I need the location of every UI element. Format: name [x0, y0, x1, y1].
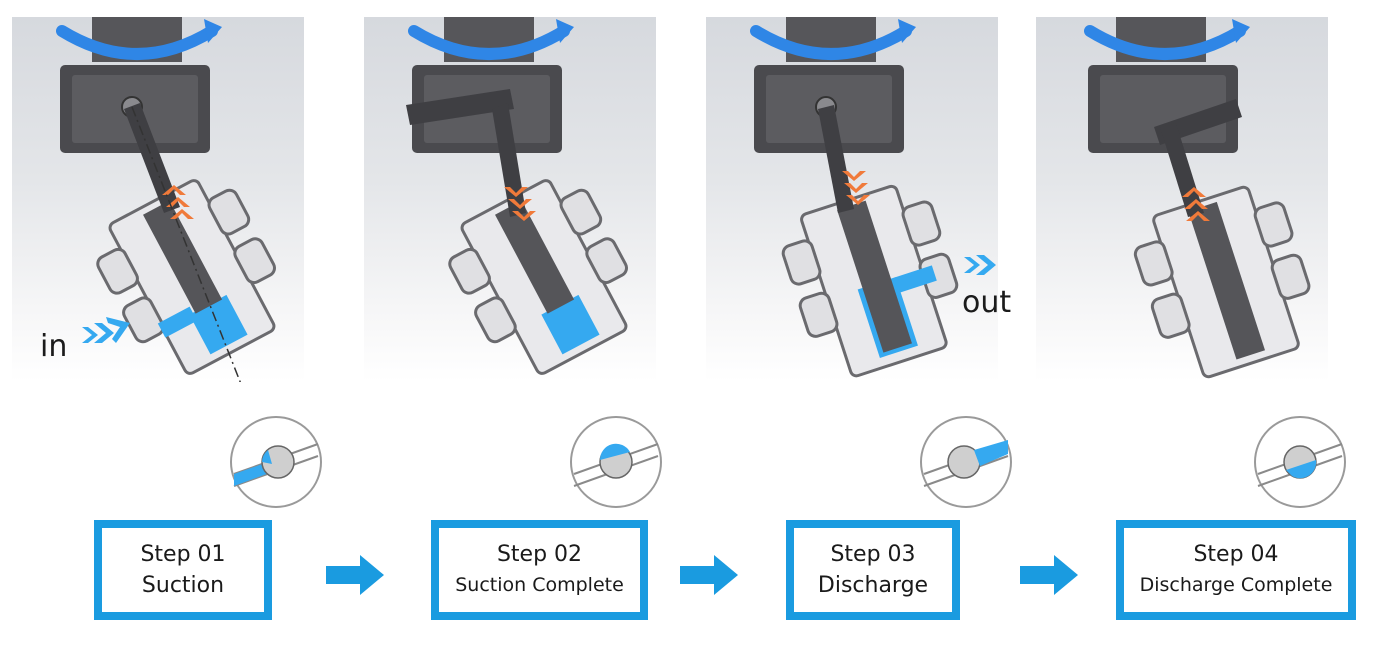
step-box-1: Step 01 Suction [94, 520, 272, 620]
valve-inset-step-4 [1254, 416, 1346, 508]
step-number: Step 01 [140, 542, 226, 567]
piston-down-arrows [504, 187, 536, 221]
inlet-label: in [40, 329, 68, 364]
connecting-rod [1160, 123, 1204, 217]
diagram-panel-step-2 [364, 17, 656, 382]
step-box-3: Step 03 Discharge [786, 520, 960, 620]
step-title: Discharge [817, 573, 929, 598]
piston-down-arrows [842, 171, 870, 205]
pump-body [1133, 185, 1311, 379]
inlet-flow-icon [82, 317, 130, 343]
crank-arm [406, 89, 514, 125]
step-title: Discharge Complete [1139, 574, 1333, 596]
pump-body [448, 179, 628, 375]
piston [1188, 201, 1266, 360]
outlet-flow-icon [964, 255, 996, 275]
step-box-4: Step 04 Discharge Complete [1116, 520, 1356, 620]
step-number: Step 04 [1193, 542, 1279, 567]
piston [495, 200, 575, 314]
rotation-arrow-icon [408, 25, 570, 60]
step-box-2: Step 02 Suction Complete [431, 520, 648, 620]
piston [143, 200, 223, 314]
piston-up-arrows [162, 185, 194, 219]
rotation-arrow-icon [56, 25, 218, 60]
diagram-panel-step-4 [1036, 17, 1328, 382]
arrow-right-icon [680, 555, 738, 595]
connecting-rod [492, 103, 526, 217]
valve-inset-step-3 [920, 416, 1012, 508]
step-title: Suction Complete [455, 574, 624, 596]
arrow-right-icon [326, 555, 384, 595]
piston-up-arrows [1182, 187, 1210, 221]
fluid-chamber [541, 294, 600, 355]
valve-inset-step-1 [230, 416, 322, 508]
rotation-arrow-icon [1084, 25, 1246, 60]
fluid-chamber [189, 294, 248, 355]
step-number: Step 02 [496, 542, 583, 567]
centre-line [131, 106, 242, 382]
step-number: Step 03 [830, 542, 916, 567]
pump-drawing [406, 17, 628, 375]
connecting-rod [818, 105, 854, 213]
step-title: Suction [141, 573, 225, 598]
valve-inset-step-2 [570, 416, 662, 508]
pump-drawing [56, 17, 276, 382]
pump-drawing [750, 17, 996, 378]
piston [837, 200, 912, 353]
outlet-channel [893, 265, 937, 293]
diagram-panel-step-1: in [12, 17, 304, 382]
pump-body [781, 184, 959, 378]
arrow-right-icon [1020, 555, 1078, 595]
diagram-panel-step-3: out [706, 17, 1011, 382]
inlet-channel [157, 306, 198, 338]
pump-body [96, 179, 276, 375]
rotation-arrow-icon [750, 25, 912, 60]
outlet-label: out [962, 285, 1012, 320]
pump-drawing [1084, 17, 1311, 379]
